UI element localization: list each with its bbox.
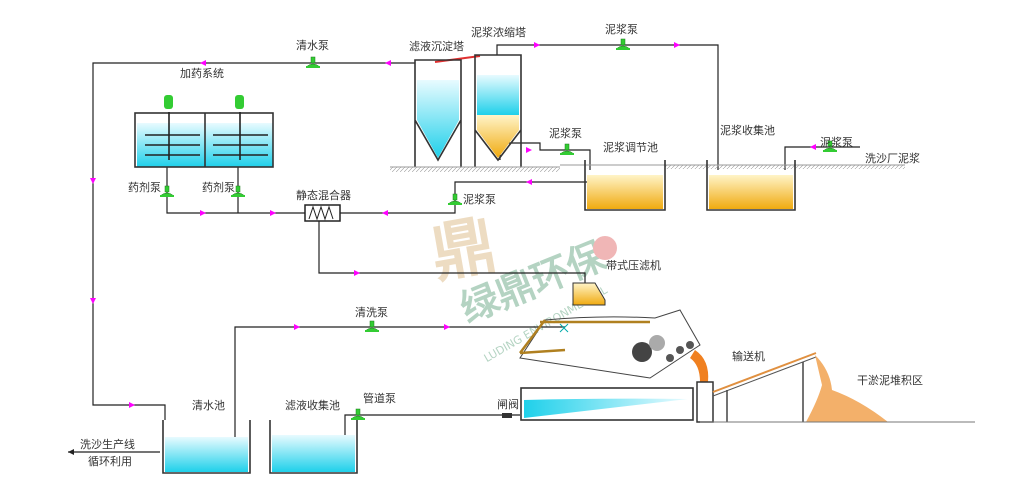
clean-water-pool bbox=[162, 420, 251, 474]
slurry-collect-pool bbox=[706, 160, 796, 211]
conveyor bbox=[712, 352, 817, 422]
slurry-pump-mid-icon bbox=[447, 193, 463, 206]
flow-arrows bbox=[90, 42, 816, 408]
filtrate-pool bbox=[269, 420, 358, 474]
label-slurry-pump-top: 泥浆泵 bbox=[605, 22, 638, 36]
label-slurry-collect-pool: 泥浆收集池 bbox=[720, 123, 775, 137]
label-belt-press: 带式压滤机 bbox=[606, 258, 661, 272]
labels: 清水泵 加药系统 滤液沉淀塔 泥浆浓缩塔 泥浆泵 药剂泵 药剂泵 静态混合器 泥… bbox=[80, 22, 923, 468]
label-slurry-adjust-pool: 泥浆调节池 bbox=[603, 140, 658, 154]
label-gate-valve: 闸阀 bbox=[497, 397, 519, 411]
svg-text:鼎: 鼎 bbox=[426, 208, 502, 292]
static-mixer bbox=[304, 204, 341, 222]
label-wash-pump: 清洗泵 bbox=[355, 306, 388, 319]
label-clean-pool: 清水池 bbox=[192, 399, 225, 412]
label-chem-pump-2: 药剂泵 bbox=[202, 180, 235, 194]
label-slurry-pump-small: 泥浆泵 bbox=[549, 126, 582, 140]
label-static-mixer: 静态混合器 bbox=[296, 188, 351, 202]
label-sand-plant-slurry: 洗沙厂泥浆 bbox=[865, 151, 920, 165]
label-sand-line: 洗沙生产线 bbox=[80, 437, 135, 451]
label-clean-water-pump: 清水泵 bbox=[296, 39, 329, 52]
label-dosing-system: 加药系统 bbox=[180, 67, 224, 80]
label-pipeline-pump: 管道泵 bbox=[363, 391, 396, 405]
label-filtrate-pool: 滤液收集池 bbox=[285, 398, 340, 412]
label-thickener-tower: 泥浆浓缩塔 bbox=[471, 25, 526, 39]
label-settling-tower: 滤液沉淀塔 bbox=[409, 39, 464, 53]
label-dry-sludge-area: 干淤泥堆积区 bbox=[857, 374, 923, 387]
label-slurry-pump-right: 泥浆泵 bbox=[820, 135, 853, 149]
label-slurry-pump-mid: 泥浆泵 bbox=[463, 192, 496, 206]
thickener-tower bbox=[474, 54, 522, 167]
chem-pump-1-icon bbox=[159, 185, 175, 198]
label-chem-pump-1: 药剂泵 bbox=[128, 180, 161, 194]
pipes bbox=[68, 44, 860, 455]
slurry-adjust-pool bbox=[584, 160, 666, 211]
dosing-tanks bbox=[134, 95, 274, 168]
dry-sludge-pile bbox=[806, 355, 888, 422]
label-conveyor: 输送机 bbox=[732, 349, 765, 363]
settling-tower bbox=[414, 59, 462, 167]
belt-press bbox=[519, 282, 709, 382]
filtrate-tray bbox=[502, 381, 714, 423]
label-recycle: 循环利用 bbox=[88, 455, 132, 468]
